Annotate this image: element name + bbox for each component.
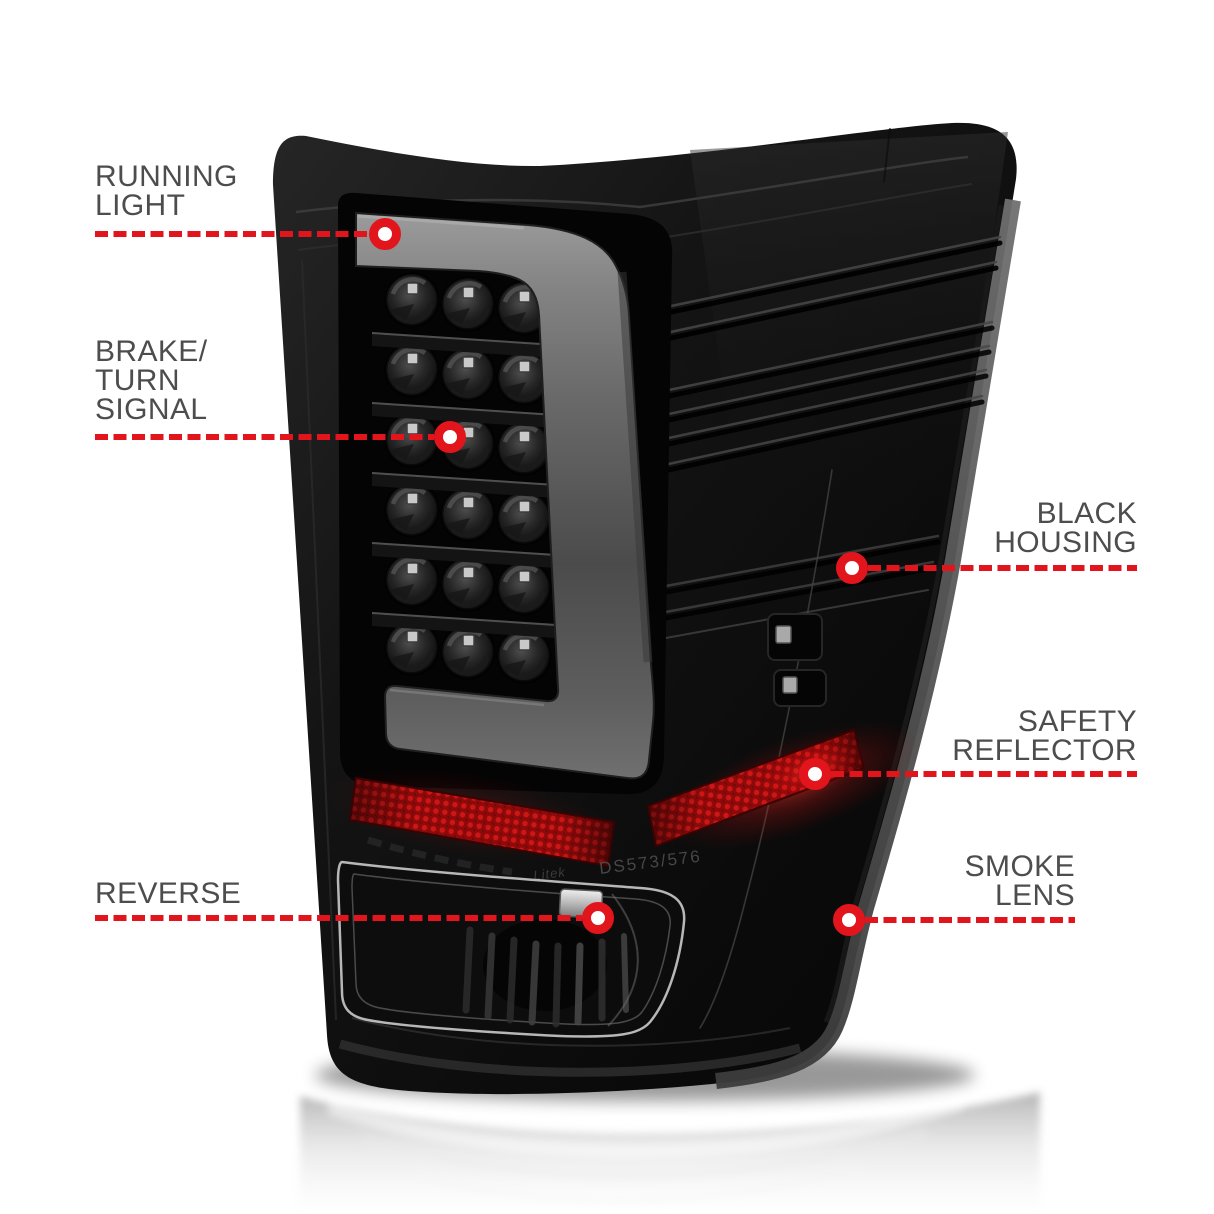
callout-line-smoke-lens xyxy=(865,917,1075,923)
mounting-clips xyxy=(767,613,827,707)
callout-label-black-housing: BLACK HOUSING xyxy=(994,497,1137,559)
callout-line-brake-turn-signal xyxy=(95,434,434,440)
callout-line-black-housing xyxy=(868,565,1137,571)
callout-line-reverse xyxy=(95,915,582,921)
callout-label-running-light: RUNNING LIGHT xyxy=(95,160,238,222)
lens-brand-mark: Litek xyxy=(533,864,568,883)
callout-line-running-light xyxy=(95,231,369,237)
callout-dot-brake-turn-signal xyxy=(434,421,466,453)
safety-reflector-strips xyxy=(321,720,923,868)
floor-reflection xyxy=(300,1092,1040,1214)
callout-line-safety-reflector xyxy=(831,771,1137,777)
callout-label-brake-turn-signal: BRAKE/ TURN SIGNAL xyxy=(95,335,208,426)
callout-dot-reverse xyxy=(582,902,614,934)
callout-dot-safety-reflector xyxy=(799,758,831,790)
left-reflector xyxy=(348,776,616,868)
callout-label-smoke-lens: SMOKE LENS xyxy=(964,850,1075,912)
reverse-lens xyxy=(336,860,686,1038)
callout-label-safety-reflector: SAFETY REFLECTOR xyxy=(952,705,1137,767)
callout-dot-running-light xyxy=(369,218,401,250)
callout-label-reverse: REVERSE xyxy=(95,877,242,910)
led-slats xyxy=(371,332,556,638)
callout-dot-smoke-lens xyxy=(833,904,865,936)
callout-dot-black-housing xyxy=(836,552,868,584)
